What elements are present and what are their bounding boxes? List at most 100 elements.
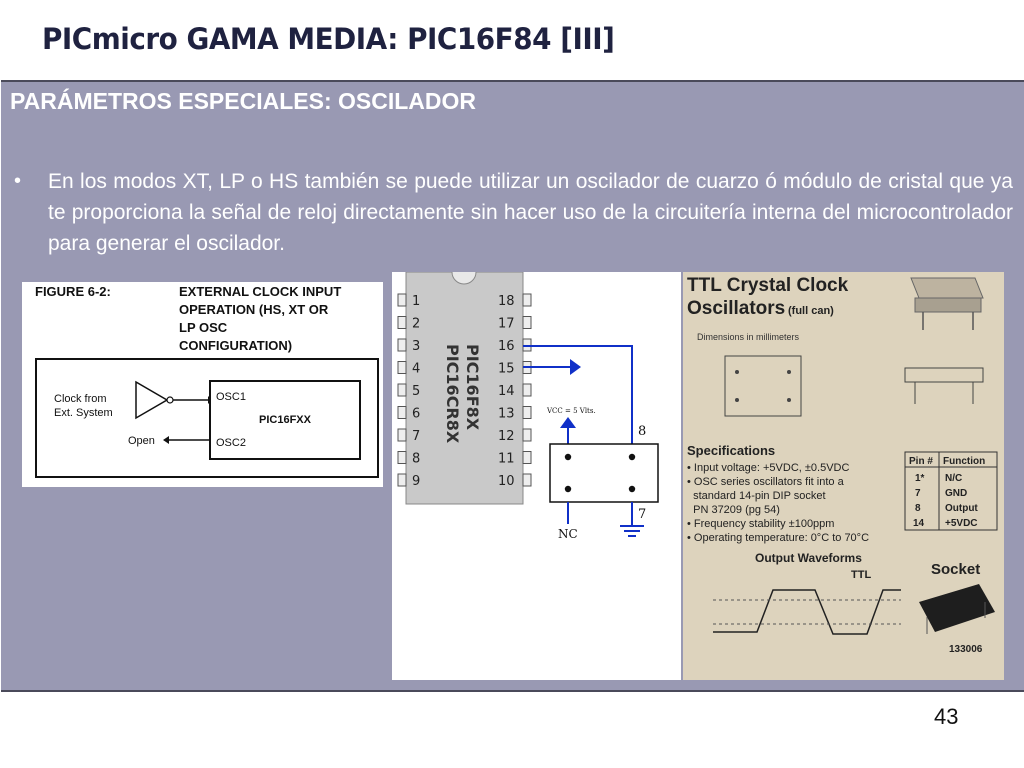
chip-pin-number: 12: [498, 429, 515, 444]
open-label: Open: [128, 435, 155, 447]
chip-pin-number: 2: [412, 317, 420, 332]
dimension-drawing-top: [724, 355, 802, 417]
datasheet-title-line-1: TTL Crystal Clock: [687, 275, 849, 296]
dimension-drawing-side: [904, 367, 984, 383]
svg-text:1*: 1*: [915, 473, 925, 484]
datasheet-title-suffix: (full can): [788, 305, 834, 317]
chip-pin-left: [397, 473, 407, 487]
chip-pin-right: [522, 293, 532, 307]
socket-label: Socket: [931, 561, 980, 578]
osc1-label: OSC1: [216, 391, 246, 403]
svg-text:8: 8: [915, 503, 921, 514]
spec-line: • OSC series oscillators fit into a: [687, 476, 845, 488]
chip-pin-number: 9: [412, 474, 420, 489]
can-oscillator-image: [910, 277, 984, 330]
spec-line: • Operating temperature: 0°C to 70°C: [687, 532, 869, 544]
module-pin-bottom-right: [628, 485, 636, 493]
slide-title: PICmicro GAMA MEDIA: PIC16F84 [III]: [42, 22, 615, 56]
section-heading: PARÁMETROS ESPECIALES: OSCILADOR: [10, 88, 476, 114]
figure-title-line-3: LP OSC: [179, 320, 228, 335]
pin7-label: 7: [638, 507, 646, 522]
chip-pin-right: [522, 316, 532, 329]
spec-heading: Specifications: [687, 443, 775, 458]
module-pin-top-left: [564, 453, 572, 461]
spec-line: standard 14-pin DIP socket: [687, 490, 826, 502]
chip-pin-right: [522, 473, 532, 487]
svg-text:+5VDC: +5VDC: [945, 518, 978, 529]
chip-notch: [451, 271, 477, 285]
inverter-bubble: [166, 396, 174, 404]
chip-pin-number: 17: [498, 317, 515, 332]
output-waveform: [713, 589, 901, 635]
chip-pin-right: [522, 451, 532, 464]
chip-pin-left: [397, 383, 407, 397]
chip-pin-number: 18: [498, 294, 515, 309]
chip-pin-right: [522, 406, 532, 419]
chip-pin-left: [397, 316, 407, 329]
waveform-heading: Output Waveforms: [755, 551, 862, 565]
chip-name-2: PIC16CR8X: [443, 344, 462, 444]
chip-pin-left: [397, 451, 407, 464]
chip-pin-number: 16: [498, 339, 515, 354]
vcc-label: VCC = 5 Vlts.: [546, 407, 596, 415]
pin16-wire: [523, 345, 633, 444]
chip-name-1: PIC16F8X: [463, 344, 482, 431]
chip-pin-number: 3: [412, 339, 420, 354]
pin8-label: 8: [638, 424, 646, 439]
chip-pin-right: [522, 383, 532, 397]
nc-label: NC: [558, 527, 578, 541]
chip-pin-number: 10: [498, 474, 515, 489]
chip-pin-number: 7: [412, 429, 420, 444]
svg-text:Output: Output: [945, 503, 978, 514]
chip-pin-number: 5: [412, 384, 420, 399]
svg-text:Pin #: Pin #: [909, 456, 933, 467]
chip-label: PIC16FXX: [259, 414, 312, 426]
clock-from-line-1: Clock from: [54, 393, 107, 405]
bullet-mark: •: [14, 170, 22, 192]
page-number: 43: [934, 704, 959, 729]
figure-title-line-4: CONFIGURATION): [179, 338, 292, 353]
chip-pin-number: 11: [498, 452, 515, 467]
svg-text:N/C: N/C: [945, 473, 962, 484]
datasheet-scan: TTL Crystal Clock Oscillators (full can)…: [683, 272, 1004, 680]
chip-pin-left: [397, 338, 407, 352]
chip-pin-number: 15: [498, 362, 515, 377]
pin-function-table: Pin # Function 1* N/C 7 GND 8 Output 14 …: [904, 451, 998, 531]
osc2-label: OSC2: [216, 437, 246, 449]
part-number: 133006: [949, 644, 983, 655]
chip-pin-left: [397, 361, 407, 374]
svg-text:7: 7: [915, 488, 921, 499]
ttl-label: TTL: [851, 569, 871, 581]
buffer-symbol: [135, 380, 169, 420]
spec-line: • Frequency stability ±100ppm: [687, 518, 834, 530]
clock-from-line-2: Ext. System: [54, 407, 113, 419]
chip-pin-number: 1: [412, 294, 420, 309]
datasheet-title-line-2: Oscillators: [687, 298, 785, 319]
figure-frame: [35, 358, 379, 478]
spec-line: PN 37209 (pg 54): [687, 504, 780, 516]
vcc-arrow: [560, 417, 576, 428]
dimensions-label: Dimensions in millimeters: [697, 332, 800, 342]
socket-image: [919, 584, 995, 634]
pic16fxx-box: [209, 380, 361, 460]
svg-text:14: 14: [913, 518, 925, 529]
chip-body: [405, 271, 524, 505]
chip-pin-number: 8: [412, 452, 420, 467]
svg-text:GND: GND: [945, 488, 967, 499]
svg-text:Function: Function: [943, 456, 985, 467]
pin15-arrow: [570, 359, 581, 375]
figure-label: FIGURE 6-2:: [35, 284, 111, 299]
chip-pin-number: 4: [412, 362, 420, 377]
figure-title-line-2: OPERATION (HS, XT OR: [179, 302, 329, 317]
chip-pin-number: 6: [412, 407, 420, 422]
chip-pin-left: [397, 293, 407, 307]
spec-line: • Input voltage: +5VDC, ±0.5VDC: [687, 462, 849, 474]
chip-pin-left: [397, 428, 407, 442]
chip-pin-number: 14: [498, 384, 515, 399]
figure-title-line-1: EXTERNAL CLOCK INPUT: [179, 284, 341, 299]
osc2-arrow: [163, 436, 169, 444]
chip-pin-left: [397, 406, 407, 419]
module-pin-top-right: [628, 453, 636, 461]
chip-pin-right: [522, 428, 532, 442]
